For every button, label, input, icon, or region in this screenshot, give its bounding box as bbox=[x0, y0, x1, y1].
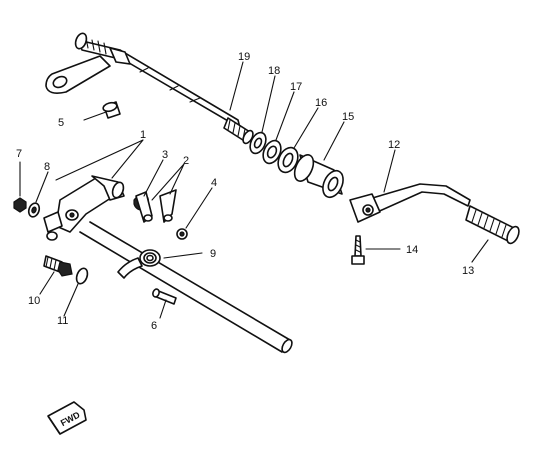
shift-shaft-lower bbox=[79, 221, 293, 354]
nut-4 bbox=[176, 228, 188, 240]
callout-6: 6 bbox=[151, 320, 157, 332]
pin-6 bbox=[152, 288, 177, 305]
callout-17: 17 bbox=[290, 81, 302, 93]
callout-2: 2 bbox=[183, 155, 189, 167]
seal-17 bbox=[262, 139, 282, 165]
washer-8 bbox=[27, 202, 41, 218]
callout-13: 13 bbox=[462, 265, 474, 277]
callout-14: 14 bbox=[406, 244, 418, 256]
washer-16 bbox=[277, 146, 299, 174]
return-spring-9 bbox=[117, 249, 161, 279]
callout-9: 9 bbox=[210, 248, 216, 260]
callout-1: 1 bbox=[140, 129, 146, 141]
callout-10: 10 bbox=[28, 295, 40, 307]
leader-lines bbox=[19, 61, 489, 319]
callout-8: 8 bbox=[44, 161, 50, 173]
callout-3: 3 bbox=[162, 149, 168, 161]
shift-pedal-12 bbox=[349, 183, 471, 223]
callout-4: 4 bbox=[211, 177, 217, 189]
callout-16: 16 bbox=[315, 97, 327, 109]
callout-7: 7 bbox=[16, 148, 22, 160]
callout-11: 11 bbox=[57, 315, 68, 327]
callout-15: 15 bbox=[342, 111, 354, 123]
pinch-bolt-14 bbox=[351, 235, 365, 265]
shift-arm-plate bbox=[45, 55, 111, 94]
washer-11 bbox=[75, 267, 89, 285]
collar-5 bbox=[102, 101, 121, 119]
shift-lever-1 bbox=[43, 175, 125, 241]
pedal-rubber-13 bbox=[465, 205, 520, 245]
nut-7 bbox=[13, 197, 27, 213]
callout-18: 18 bbox=[268, 65, 280, 77]
collar-15 bbox=[293, 154, 344, 199]
callout-19: 19 bbox=[238, 51, 250, 63]
fwd-direction-badge: FWD bbox=[47, 401, 87, 435]
washer-18 bbox=[249, 131, 267, 155]
shift-arm-2 bbox=[135, 189, 177, 223]
callout-12: 12 bbox=[388, 139, 400, 151]
bolt-10 bbox=[43, 255, 73, 277]
callout-5: 5 bbox=[58, 117, 64, 129]
shift-shaft-upper bbox=[74, 32, 254, 145]
